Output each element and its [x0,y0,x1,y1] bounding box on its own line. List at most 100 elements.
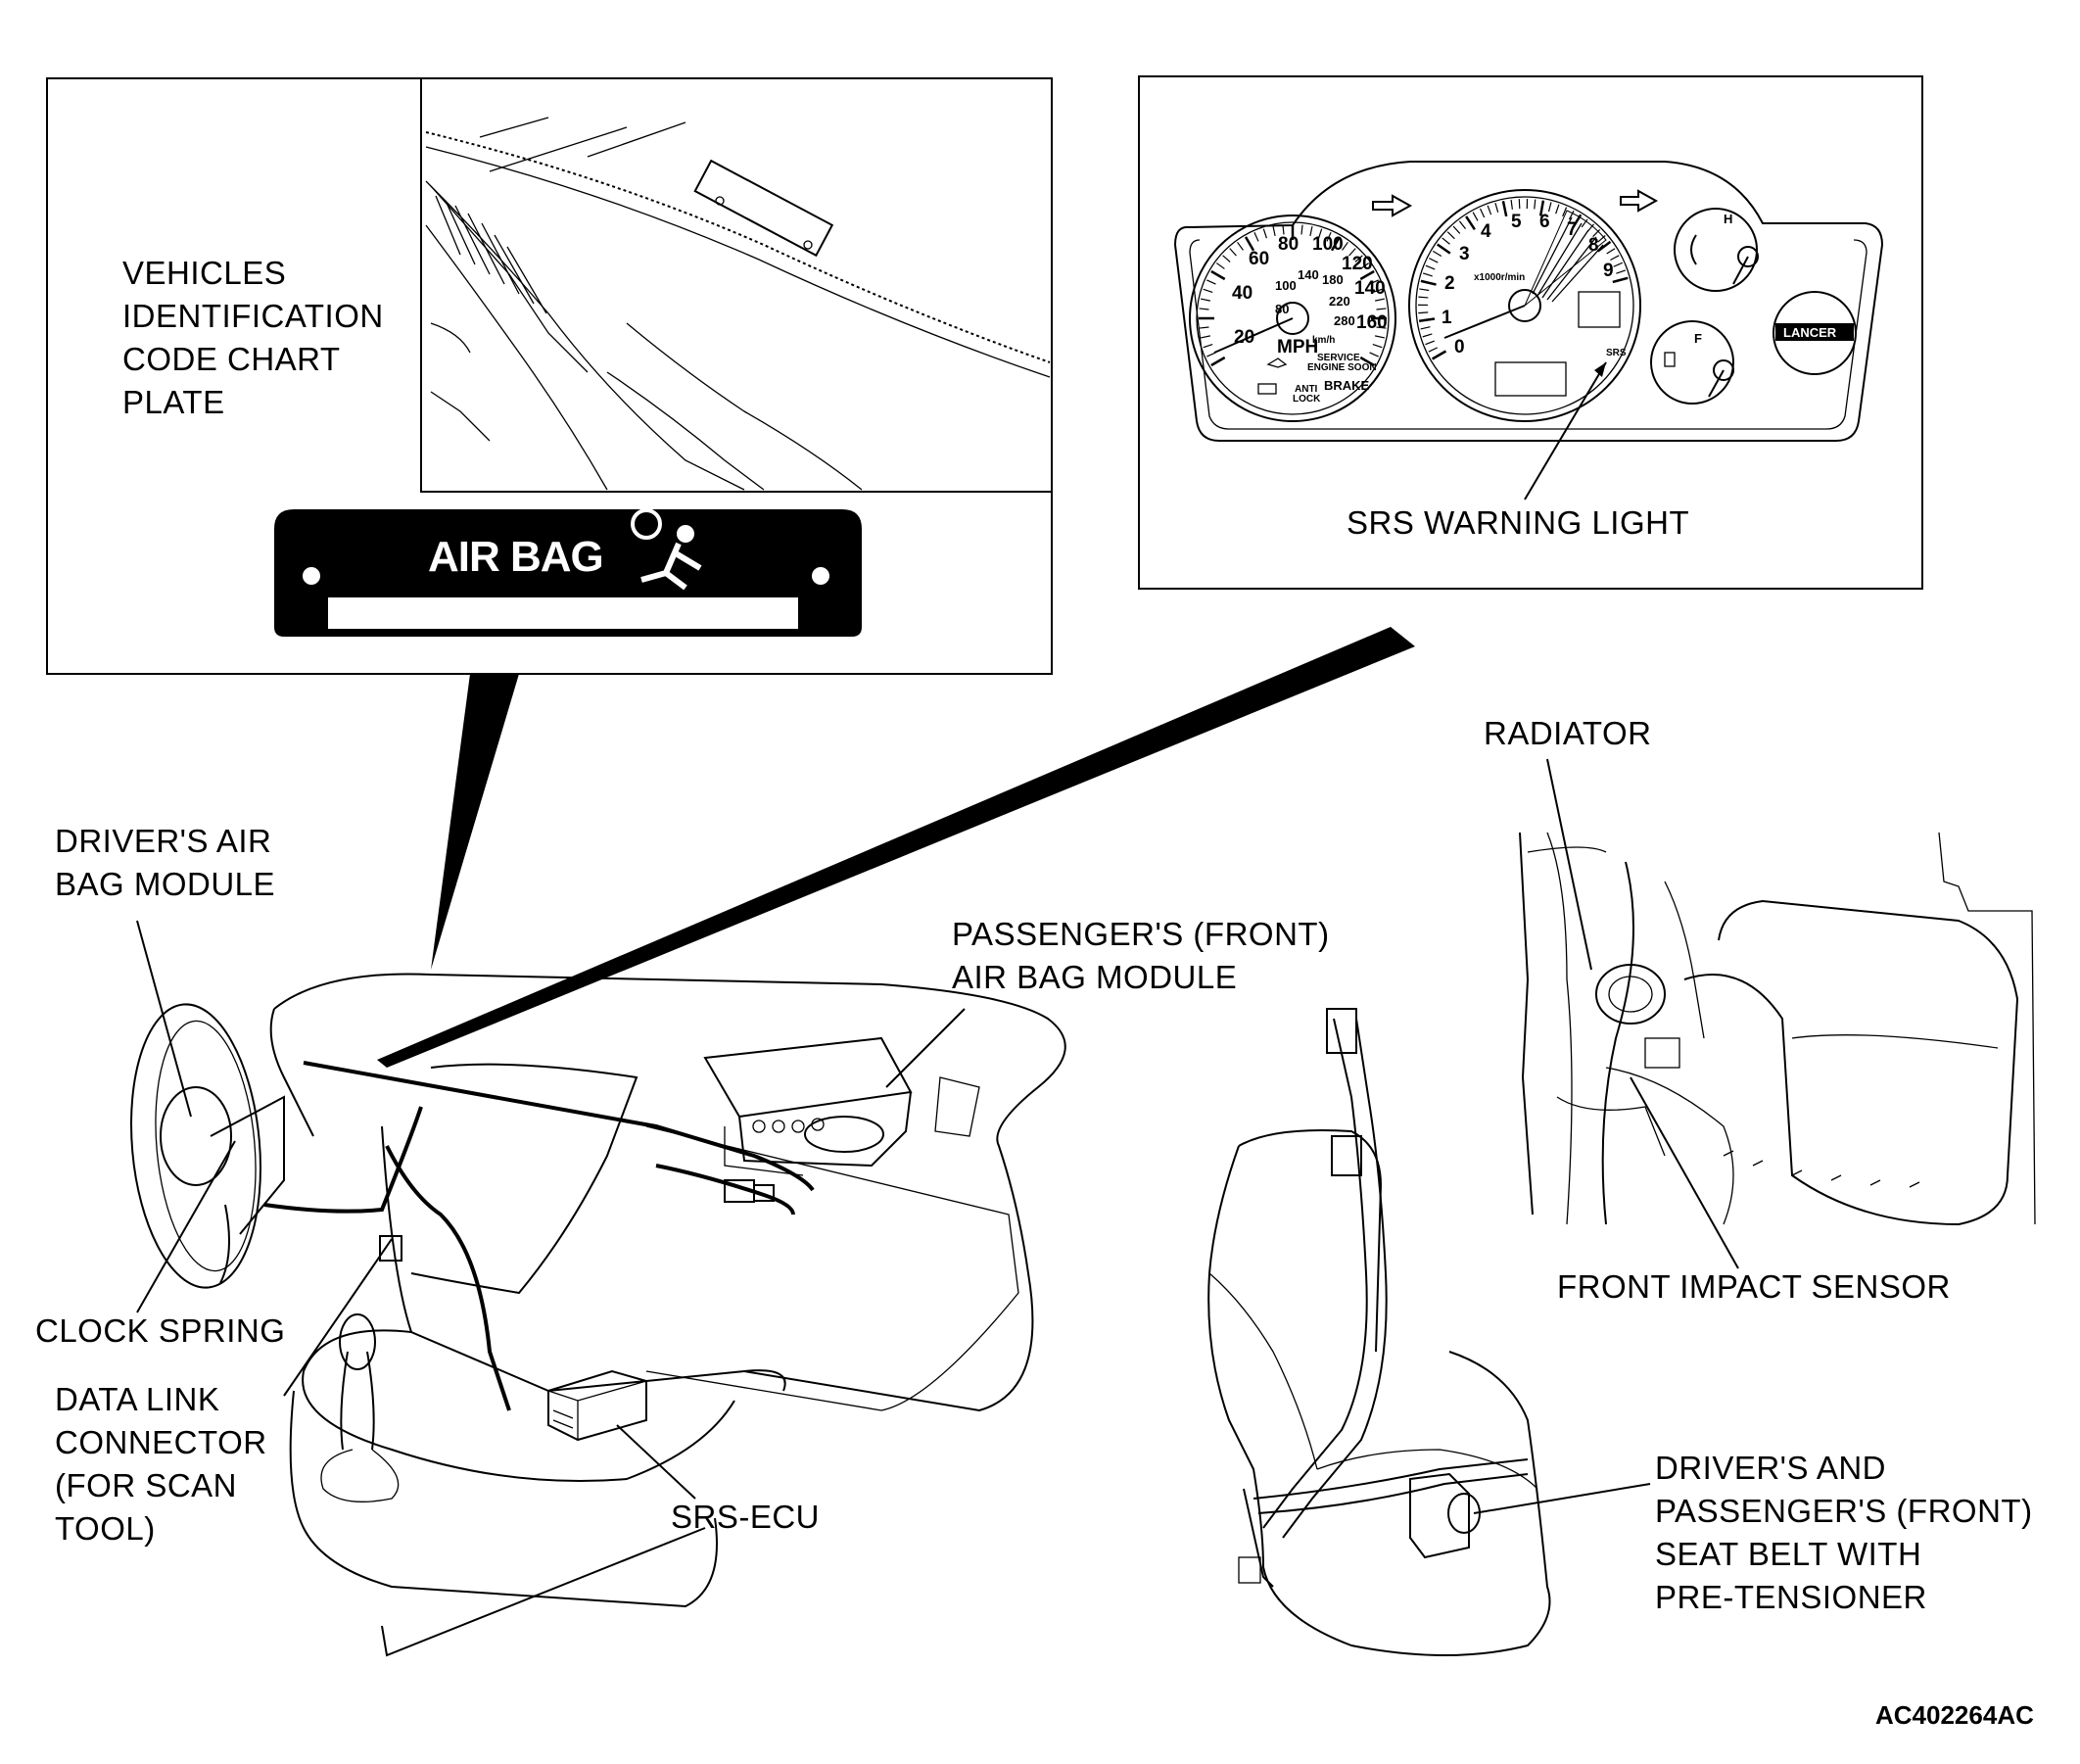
lancer-badge: LANCER [1773,292,1856,374]
speed-mph-120: 120 [1342,254,1373,274]
cluster-callout-wedge [377,627,1415,1068]
gauge-tick [1429,348,1438,352]
gauge-tick [1549,202,1551,212]
rpm-unit: x1000r/min [1474,272,1525,283]
clock-spring-label: CLOCK SPRING [35,1312,285,1349]
gauge-tick [1614,262,1623,266]
drivers-air-bag-callout: DRIVER'S AIR BAG MODULE [55,823,275,1117]
passengers-air-bag-label-line-2: AIR BAG MODULE [952,959,1237,995]
gauge-tick [1273,226,1275,236]
gauge-tick [1204,289,1213,292]
drivers-air-bag-label-line-2: BAG MODULE [55,866,275,902]
tachometer-gauge: 0 1 2 3 4 5 6 7 8 9 x1000r/min SRS [1409,190,1640,421]
passengers-air-bag-label-line-1: PASSENGER'S (FRONT) [952,916,1330,952]
gauge-tick [1223,256,1230,262]
radiator-label: RADIATOR [1484,715,1651,751]
gauge-tick [1373,345,1383,348]
speed-kmh-220: 220 [1329,294,1350,309]
dlc-label-line-2: CONNECTOR [55,1424,267,1460]
gauge-tick [1211,358,1225,365]
gauge-tick [1421,327,1431,329]
speed-kmh-140: 140 [1298,267,1319,282]
srs-ecu-label: SRS-ECU [671,1499,820,1535]
gauge-tick [1204,345,1213,348]
gauge-tick [1607,249,1615,254]
odometer-display [1495,362,1566,396]
vin-callout-wedge [431,674,519,970]
gauge-tick [1375,336,1385,338]
radiator-callout: RADIATOR [1484,715,1651,970]
seat-sketch [1208,1009,1549,1655]
gauge-tick [1503,201,1506,216]
glove-box-opening [411,1065,637,1293]
gauge-tick [1433,251,1442,256]
speedometer-gauge: 20 40 60 80 100 120 140 160 80 100 140 1… [1190,215,1395,421]
anti-lock-line-2: LOCK [1293,394,1321,405]
rpm-9: 9 [1603,261,1614,281]
seat-belt-label-line-2: PASSENGER'S (FRONT) [1655,1493,2033,1529]
right-turn-icon [1621,191,1656,211]
lancer-logo-text: LANCER [1783,325,1837,340]
engine-compartment-sketch [1520,833,2035,1224]
windshield-sketch [426,118,1050,490]
gauge-tick [1216,263,1224,269]
rpm-0: 0 [1454,337,1465,358]
seat-belt-label-line-4: PRE-TENSIONER [1655,1579,1927,1615]
seat-belt-label-line-1: DRIVER'S AND [1655,1450,1886,1486]
front-impact-sensor-label: FRONT IMPACT SENSOR [1557,1268,1951,1305]
speed-mph-20: 20 [1234,327,1254,348]
speed-mph-100: 100 [1312,234,1344,255]
gauge-tick [1419,289,1429,291]
gauge-tick [1375,299,1385,301]
gauge-tick [1201,299,1210,301]
gauge-tick [1263,229,1266,239]
indicator-lamp-block [1579,292,1620,327]
rpm-8: 8 [1588,235,1599,256]
air-bag-plate: AIR BAG [274,509,862,637]
speed-kmh-80: 80 [1275,302,1289,316]
srs-ecu-callout: SRS-ECU [617,1425,820,1535]
vin-label-line-4: PLATE [122,384,225,420]
temp-hot-letter: H [1724,212,1732,226]
dlc-label-line-3: (FOR SCAN [55,1467,237,1503]
vin-label-line-1: VEHICLES [122,255,286,291]
srs-indicator-label: SRS [1606,348,1627,358]
gauge-tick [1301,225,1302,235]
brake-indicator: BRAKE [1324,378,1370,393]
speed-kmh-180: 180 [1322,272,1344,287]
gauge-tick [1200,327,1209,328]
left-turn-icon [1373,196,1410,215]
gauge-tick [1206,353,1215,357]
gauge-tick [1211,271,1225,279]
rpm-5: 5 [1511,212,1522,232]
air-bag-plate-text: AIR BAG [428,533,603,581]
gauge-tick [1419,318,1435,320]
vin-label-line-3: CODE CHART [122,341,341,377]
gauge-tick [1429,259,1438,262]
rpm-2: 2 [1444,273,1455,294]
gauge-tick [1616,270,1625,273]
gauge-tick [1230,249,1237,256]
front-impact-sensor-callout: FRONT IMPACT SENSOR [1557,1077,1951,1305]
data-link-connector-callout: DATA LINK CONNECTOR (FOR SCAN TOOL) [55,1236,402,1547]
seat-belt-label-line-3: SEAT BELT WITH [1655,1536,1921,1572]
battery-icon [1258,384,1276,394]
seat-belt-callout: DRIVER'S AND PASSENGER'S (FRONT) SEAT BE… [1474,1450,2033,1615]
rpm-1: 1 [1442,308,1452,328]
gauge-tick [1535,200,1536,210]
fuel-pump-icon [1665,353,1675,366]
gauge-tick [1511,200,1512,210]
gauge-tick [1433,352,1446,359]
gauge-tick [1519,199,1520,209]
gauge-tick [1425,341,1434,345]
srs-warning-light-label: SRS WARNING LIGHT [1347,504,1689,541]
rpm-3: 3 [1459,244,1470,264]
speed-mph-160: 160 [1356,312,1388,333]
gauge-tick [1421,281,1437,285]
dlc-label-line-1: DATA LINK [55,1381,219,1417]
gauge-tick [1418,312,1428,313]
rpm-6: 6 [1539,212,1550,232]
gear-shift [341,1352,373,1450]
speed-kmh-280: 280 [1334,313,1355,328]
